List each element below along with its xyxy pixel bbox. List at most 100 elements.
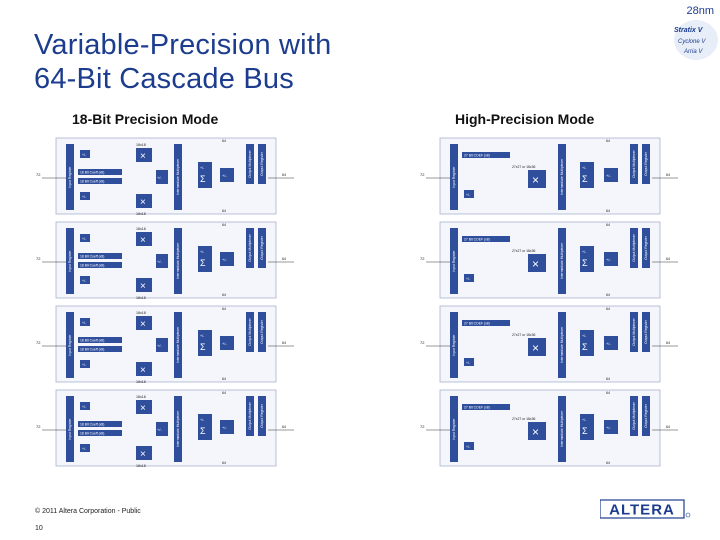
left-bus-out-label: 64 <box>222 377 226 381</box>
left-adder-label: +/- <box>157 427 162 432</box>
right-output-register-label: Output Register <box>644 151 648 176</box>
right-bus-out-label: 64 <box>606 377 610 381</box>
family-logo: Stratix V Cyclone V Arria V <box>666 16 720 64</box>
right-intermediate-mux-label: Intermediate Multiplexer <box>560 326 564 363</box>
left-input-register <box>66 144 74 210</box>
node-label: 28nm <box>686 5 714 17</box>
right-block-frame <box>439 221 661 299</box>
left-output-register <box>258 396 266 436</box>
left-output-register-label: Output Register <box>260 235 264 260</box>
left-coef-b <box>78 178 122 184</box>
right-preadd-label: +/- <box>466 361 470 365</box>
left-accumulator-label: +/- <box>222 173 227 178</box>
left-preadd-bottom-label: +/- <box>82 363 86 367</box>
left-preadd-top-label: +/- <box>82 405 86 409</box>
left-accumulator-label: +/- <box>222 341 227 346</box>
logo-line-1: Stratix V <box>674 27 704 34</box>
left-output-register-label: Output Register <box>260 319 264 344</box>
right-coef-label: 27 Bit COEF (x8) <box>464 406 490 410</box>
left-input-label: 72 <box>36 424 41 429</box>
copyright: © 2011 Altera Corporation - Public <box>35 508 141 515</box>
right-sigma-block <box>580 414 594 440</box>
right-accumulator <box>604 336 618 350</box>
right-preadd <box>464 274 474 282</box>
left-bus-out-label: 64 <box>222 461 226 465</box>
left-bus-in-label: 64 <box>222 139 226 143</box>
left-sigma-block <box>198 246 212 272</box>
right-mult-label: 27x27 or 18x36 <box>512 333 535 337</box>
slide-title: Variable-Precision with 64-Bit Cascade B… <box>34 28 454 96</box>
right-output-label: 64 <box>666 257 670 261</box>
left-coef-b-label: 18 Bit Coeff (x8) <box>80 180 104 184</box>
right-input-label: 72 <box>420 340 425 345</box>
left-bus-out-label: 64 <box>222 209 226 213</box>
right-intermediate-mux <box>558 144 566 210</box>
left-coef-a-label: 18 Bit Coeff (x8) <box>80 171 104 175</box>
left-intermediate-mux-label: Intermediate Multiplexer <box>176 326 180 363</box>
left-coef-a-label: 18 Bit Coeff (x8) <box>80 339 104 343</box>
right-block-frame <box>439 389 661 467</box>
left-preadd-bottom-label: +/- <box>82 447 86 451</box>
left-block-frame <box>55 389 277 467</box>
left-accumulator-label: +/- <box>222 425 227 430</box>
right-accumulator <box>604 420 618 434</box>
right-intermediate-mux <box>558 396 566 462</box>
left-output-mux-label: Output Multiplexer <box>248 317 252 345</box>
right-preadd-label: +/- <box>466 277 470 281</box>
left-preadd-top-label: +/- <box>82 153 86 157</box>
right-mult-label: 27x27 or 18x36 <box>512 165 535 169</box>
left-top-mult-label: 18x18 <box>136 143 146 147</box>
right-input-label: 72 <box>420 256 425 261</box>
right-coef-label: 27 Bit COEF (x8) <box>464 154 490 158</box>
right-input-register <box>450 144 458 210</box>
right-output-mux <box>630 228 638 268</box>
right-output-register <box>642 312 650 352</box>
left-heading: 18-Bit Precision Mode <box>72 111 219 127</box>
left-bottom-multiplier <box>136 446 152 460</box>
left-input-register <box>66 396 74 462</box>
right-bus-in-label: 64 <box>606 391 610 395</box>
left-preadd-top-label: +/- <box>82 237 86 241</box>
left-coef-b <box>78 346 122 352</box>
left-coef-b-label: 18 Bit Coeff (x8) <box>80 348 104 352</box>
left-intermediate-mux-label: Intermediate Multiplexer <box>176 158 180 195</box>
right-dsp-block: 72 Input Register 27 Bit COEF (x8) +/- 27x27… <box>420 305 678 383</box>
left-preadd-bottom <box>80 360 90 368</box>
left-adder <box>156 254 168 268</box>
right-multiplier-symbol: × <box>532 257 539 271</box>
right-sigma-block <box>580 162 594 188</box>
right-output-register <box>642 144 650 184</box>
right-bus-in-label: 64 <box>606 307 610 311</box>
left-output-mux <box>246 396 254 436</box>
left-intermediate-mux <box>174 312 182 378</box>
right-output-label: 64 <box>666 341 670 345</box>
right-input-register-label: Input Register <box>452 334 456 356</box>
left-bottom-multiplier <box>136 194 152 208</box>
right-bus-out-label: 64 <box>606 293 610 297</box>
left-sigma-pm: +/- <box>200 250 205 254</box>
right-multiplier <box>528 338 546 356</box>
left-sigma-block <box>198 414 212 440</box>
altera-logo: ALTERA <box>600 497 692 521</box>
left-output-mux-label: Output Multiplexer <box>248 233 252 261</box>
right-input-label: 72 <box>420 172 425 177</box>
left-bus-in-label: 64 <box>222 307 226 311</box>
left-adder <box>156 422 168 436</box>
right-bus-in-label: 64 <box>606 223 610 227</box>
right-coef-label: 27 Bit COEF (x8) <box>464 322 490 326</box>
right-input-register-label: Input Register <box>452 250 456 272</box>
left-sigma-symbol: Σ <box>200 342 206 352</box>
left-bottom-mult-label: 18x18 <box>136 380 146 384</box>
right-output-mux-label: Output Multiplexer <box>632 401 636 429</box>
left-preadd-top-label: +/- <box>82 321 86 325</box>
right-output-label: 64 <box>666 173 670 177</box>
left-accumulator <box>220 420 234 434</box>
left-adder-label: +/- <box>157 259 162 264</box>
